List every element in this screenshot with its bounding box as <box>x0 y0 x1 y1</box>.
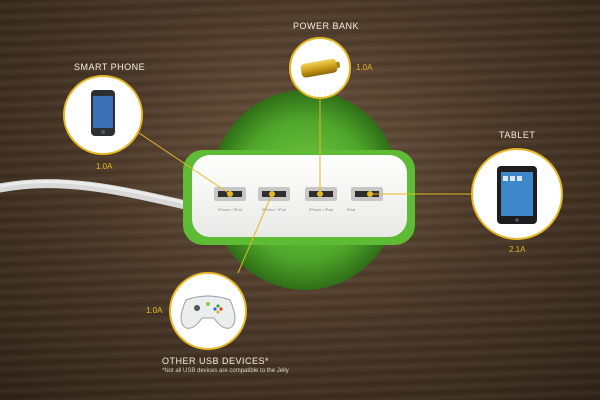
port-label-3: iPhone / iPad <box>309 207 333 212</box>
power-bank-label: POWER BANK <box>293 21 360 31</box>
power-bank-amperage: 1.0A <box>356 63 373 72</box>
port-label-1: iPhone / iPod <box>218 207 242 212</box>
power-bank-badge <box>289 37 351 99</box>
battery-icon <box>300 58 341 78</box>
other-usb-label: OTHER USB DEVICES* <box>162 356 270 366</box>
line-smart-phone <box>138 132 231 195</box>
dot-port-3 <box>317 191 323 197</box>
tablet-amperage: 2.1A <box>509 245 526 254</box>
dot-port-2 <box>269 191 275 197</box>
smart-phone-label: SMART PHONE <box>74 62 146 72</box>
gamepad-icon <box>180 295 236 329</box>
line-other-usb <box>237 193 273 274</box>
port-label-2: iPhone / iPod <box>262 207 286 212</box>
dot-port-4 <box>367 191 373 197</box>
usb-cable <box>0 179 195 211</box>
charger-top-face <box>192 155 407 237</box>
other-usb-badge <box>169 272 247 350</box>
tablet-icon <box>497 166 537 224</box>
compatibility-footnote: *Not all USB devices are compatible to t… <box>162 368 289 374</box>
dot-port-1 <box>227 191 233 197</box>
tablet-label: TABLET <box>499 130 536 140</box>
other-usb-amperage: 1.0A <box>146 306 163 315</box>
smart-phone-amperage: 1.0A <box>96 162 113 171</box>
tablet-badge <box>471 148 563 240</box>
smart-phone-badge <box>63 75 143 155</box>
port-label-4: iPad <box>346 207 355 212</box>
smartphone-icon <box>91 90 115 136</box>
